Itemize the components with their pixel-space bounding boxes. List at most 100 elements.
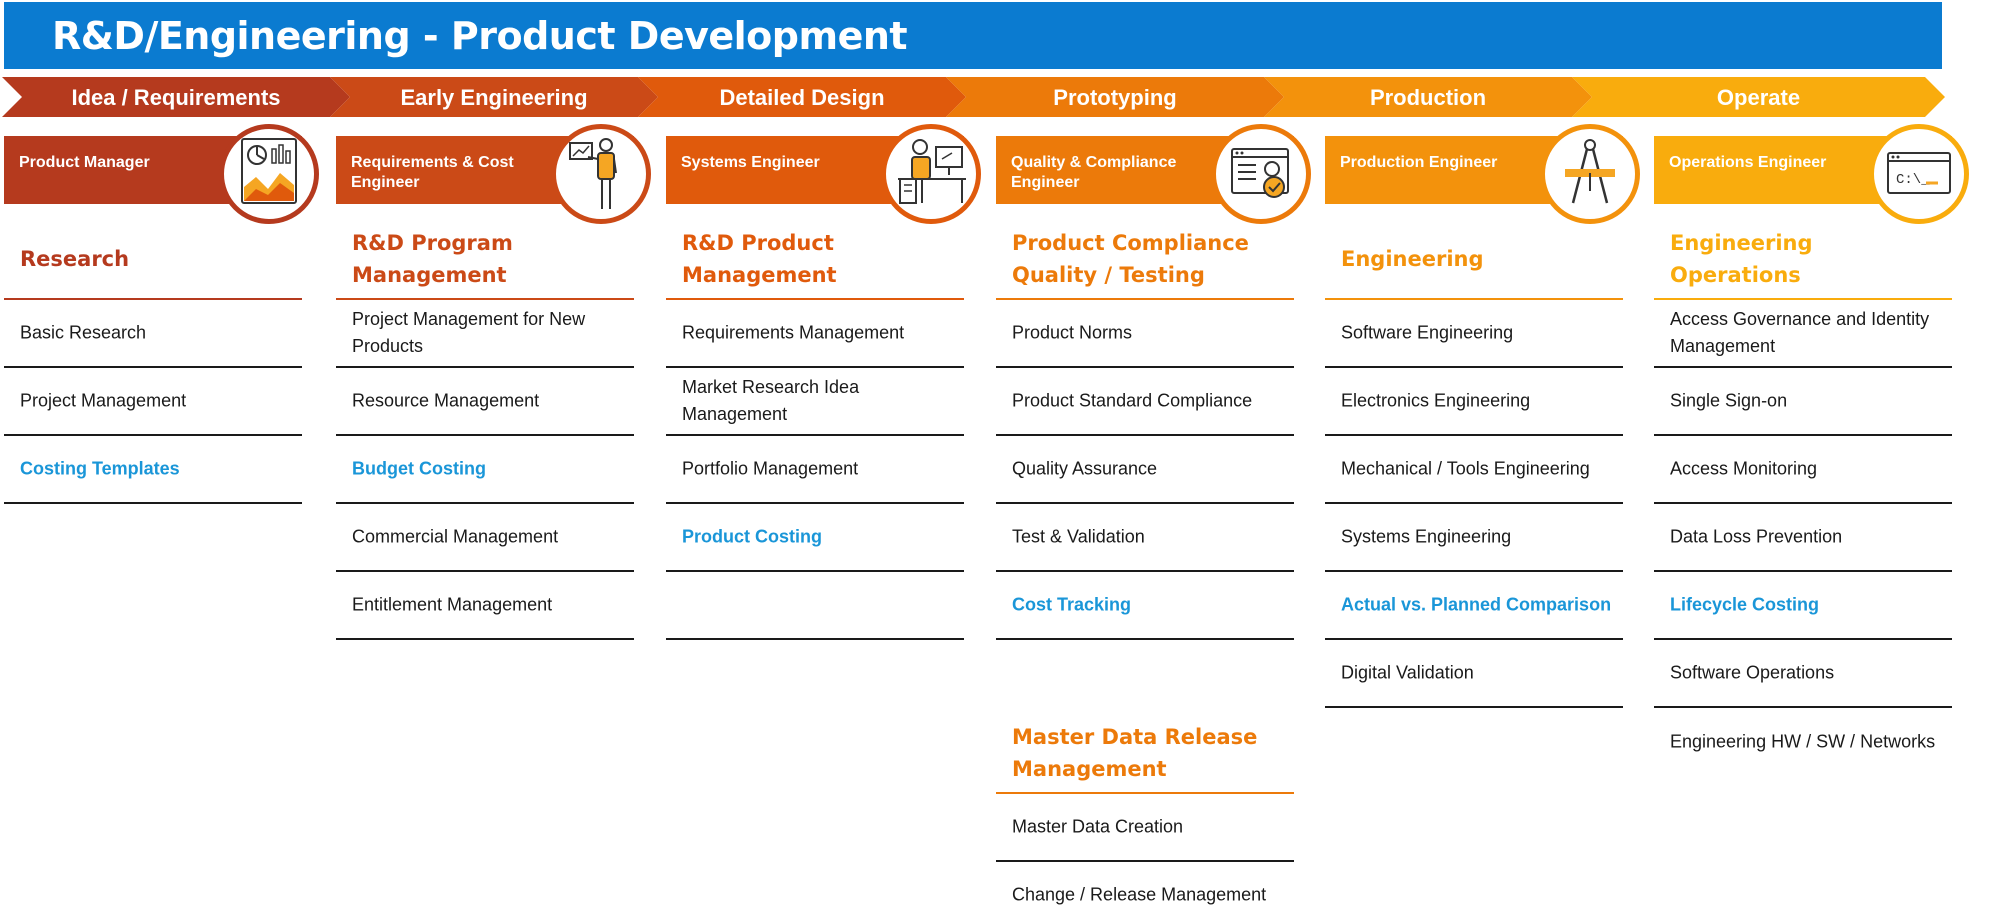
list-item: Data Loss Prevention: [1654, 504, 1952, 572]
role-label: Requirements & Cost Engineer: [351, 154, 514, 191]
section-title-secondary: Master Data Release Management: [996, 714, 1294, 794]
phase-label: Early Engineering: [400, 85, 588, 110]
role-label: Production Engineer: [1340, 154, 1498, 171]
list-item-label: Data Loss Prevention: [1670, 526, 1843, 547]
list-item-label: Electronics Engineering: [1341, 390, 1531, 411]
list-item: Digital Validation: [1325, 640, 1623, 708]
list-item: Electronics Engineering: [1325, 368, 1623, 436]
section-title-text: Engineering: [1341, 247, 1484, 271]
phase-label: Prototyping: [1053, 85, 1177, 110]
terminal-prompt-text: C:\_: [1896, 172, 1930, 188]
role-icon-badge: [551, 124, 651, 224]
phase-arrow-production: Production: [1264, 77, 1592, 117]
list-item-highlight[interactable]: Costing Templates: [4, 436, 302, 504]
phase-arrow-bar: Idea / Requirements Early Engineering De…: [0, 77, 1945, 117]
phase-label: Operate: [1716, 85, 1801, 110]
list-item: Software Operations: [1654, 640, 1952, 708]
list-item: Quality Assurance: [996, 436, 1294, 504]
list-item: Resource Management: [336, 368, 634, 436]
list-item-label[interactable]: Cost Tracking: [1012, 594, 1132, 615]
list-item: Market Research Idea Management: [666, 368, 964, 436]
list-item: Change / Release Management: [996, 862, 1294, 922]
list-item: Single Sign-on: [1654, 368, 1952, 436]
list-item-label: Digital Validation: [1341, 662, 1474, 683]
list-item-label: Systems Engineering: [1341, 526, 1512, 547]
phase-label: Detailed Design: [719, 85, 885, 110]
list-item-label: Master Data Creation: [1012, 816, 1184, 837]
section-title-text: Research: [20, 247, 130, 271]
list-item-label: Portfolio Management: [682, 458, 859, 479]
phase-arrow-detailed-design: Detailed Design: [638, 77, 966, 117]
list-item-label: Software Operations: [1670, 662, 1835, 683]
list-item-label: Mechanical / Tools Engineering: [1341, 458, 1590, 479]
list-item: Engineering HW / SW / Networks: [1654, 708, 1952, 776]
list-item-label: Test & Validation: [1012, 526, 1145, 547]
list-item: Project Management: [4, 368, 302, 436]
list-item-highlight[interactable]: Lifecycle Costing: [1654, 572, 1952, 640]
phase-arrow-operate: Operate: [1572, 77, 1945, 117]
list-item-label: Product Norms: [1012, 322, 1133, 343]
list-item-label: Product Standard Compliance: [1012, 390, 1253, 411]
list-item: Basic Research: [4, 300, 302, 368]
role-label: Quality & Compliance Engineer: [1011, 154, 1177, 191]
list-item-label: Basic Research: [20, 322, 147, 343]
presenter-icon: [569, 138, 617, 209]
section-title-text: Master Data Release Management: [1012, 725, 1258, 781]
list-item: Requirements Management: [666, 300, 964, 368]
list-item: Systems Engineering: [1325, 504, 1623, 572]
list-item-label: Commercial Management: [352, 526, 559, 547]
list-item: Project Management for New Products: [336, 300, 634, 368]
list-item-empty: [666, 572, 964, 640]
list-item-label: Entitlement Management: [352, 594, 553, 615]
chart-report-icon: [241, 138, 297, 204]
section-title-text: R&D Program Management: [352, 231, 513, 287]
list-item-label[interactable]: Costing Templates: [20, 458, 180, 479]
list-item: Entitlement Management: [336, 572, 634, 640]
list-item-label[interactable]: Lifecycle Costing: [1670, 594, 1820, 615]
list-item: Master Data Creation: [996, 794, 1294, 862]
list-item: Portfolio Management: [666, 436, 964, 504]
section-title: Product Compliance Quality / Testing: [996, 220, 1294, 300]
list-item-label[interactable]: Actual vs. Planned Comparison: [1341, 594, 1612, 615]
terminal-icon: C:\_: [1887, 152, 1951, 194]
list-item-highlight[interactable]: Actual vs. Planned Comparison: [1325, 572, 1623, 640]
list-item-label: Software Engineering: [1341, 322, 1514, 343]
list-item-label: Access Monitoring: [1670, 458, 1818, 479]
list-item-label: Change / Release Management: [1012, 884, 1267, 905]
checklist-icon: [1231, 148, 1289, 198]
list-item: Test & Validation: [996, 504, 1294, 572]
list-item: Product Norms: [996, 300, 1294, 368]
list-item: Commercial Management: [336, 504, 634, 572]
page-title: R&D/Engineering - Product Development: [52, 14, 908, 58]
role-label: Systems Engineer: [681, 154, 820, 171]
list-item-label: Market Research Idea Management: [682, 377, 860, 424]
engineer-desk-icon: [898, 139, 966, 204]
list-item: Software Engineering: [1325, 300, 1623, 368]
list-item-label[interactable]: Budget Costing: [352, 458, 486, 479]
section-title-text: R&D Product Management: [682, 231, 837, 287]
list-item: Mechanical / Tools Engineering: [1325, 436, 1623, 504]
section-title: Engineering: [1325, 220, 1623, 300]
role-icon-badge: [1540, 124, 1640, 224]
list-item-highlight[interactable]: Cost Tracking: [996, 572, 1294, 640]
section-title: Engineering Operations: [1654, 220, 1952, 300]
list-item-highlight[interactable]: Product Costing: [666, 504, 964, 572]
list-item-highlight[interactable]: Budget Costing: [336, 436, 634, 504]
list-item-label: Access Governance and Identity Managemen…: [1670, 309, 1930, 356]
list-item-label: Quality Assurance: [1012, 458, 1158, 479]
list-item: Access Governance and Identity Managemen…: [1654, 300, 1952, 368]
list-item: Product Standard Compliance: [996, 368, 1294, 436]
list-item-label[interactable]: Product Costing: [682, 526, 822, 547]
section-title: R&D Product Management: [666, 220, 964, 300]
section-title-text: Product Compliance Quality / Testing: [1012, 231, 1249, 287]
list-item: Access Monitoring: [1654, 436, 1952, 504]
role-icon-badge: [219, 124, 319, 224]
phase-label: Idea / Requirements: [71, 85, 281, 110]
role-label: Operations Engineer: [1669, 154, 1827, 171]
role-icon-badge: [881, 124, 981, 224]
section-title: Research: [4, 220, 302, 300]
role-label: Product Manager: [19, 154, 150, 171]
list-item-label: Engineering HW / SW / Networks: [1670, 731, 1936, 752]
phase-arrow-idea: Idea / Requirements: [2, 77, 350, 117]
section-title: R&D Program Management: [336, 220, 634, 300]
